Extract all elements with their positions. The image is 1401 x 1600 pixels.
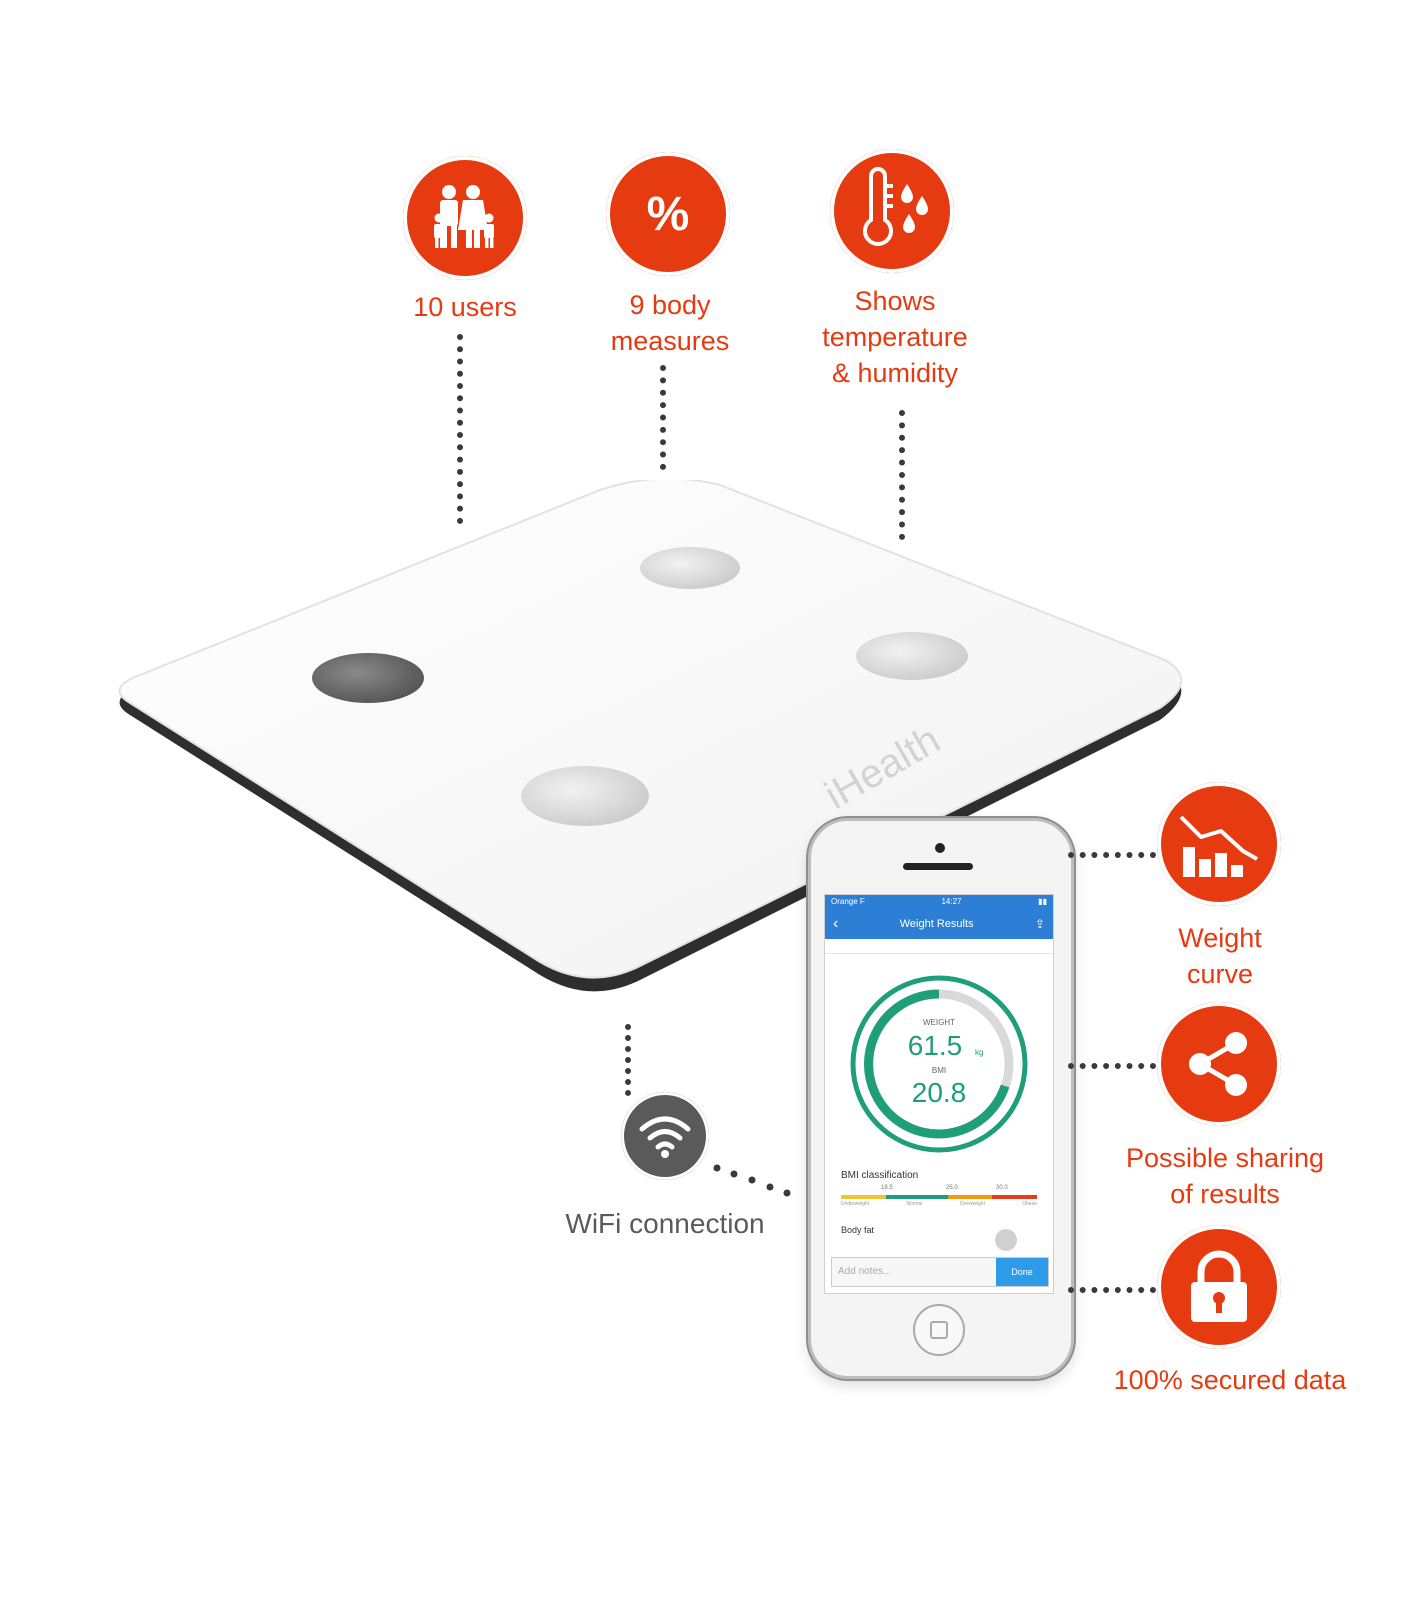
- done-button[interactable]: Done: [996, 1258, 1048, 1286]
- body-measures-label-line1: 9 body: [629, 290, 711, 320]
- temperature-label-line3: & humidity: [831, 358, 959, 388]
- phone-speaker: [903, 863, 973, 870]
- family-icon: [434, 185, 494, 248]
- phone-header: ‹ Weight Results ⇪: [825, 909, 1053, 939]
- percent-icon: %: [646, 187, 690, 241]
- security-feature-icon: [1157, 1225, 1281, 1349]
- weight-curve-label-line1: Weight: [1178, 923, 1262, 953]
- weight-label: WEIGHT: [923, 1018, 955, 1027]
- body-measures-label: 9 body measures: [590, 287, 750, 359]
- back-icon[interactable]: ‹: [833, 915, 839, 932]
- share-icon: [1189, 1032, 1247, 1096]
- phone-screen: Orange F 14:27 ▮▮ ‹ Weight Results ⇪ WEI…: [824, 894, 1054, 1294]
- scale-electrode-top: [640, 547, 740, 589]
- scale-glass: [118, 480, 1183, 979]
- sharing-label: Possible sharing of results: [1100, 1140, 1350, 1212]
- sharing-feature-icon: [1157, 1002, 1281, 1126]
- weight-curve-connector-dots: [1068, 852, 1156, 858]
- share-export-icon[interactable]: ⇪: [1034, 917, 1045, 931]
- wifi-icon: [639, 1116, 691, 1158]
- body-measures-connector-dots: [660, 365, 666, 470]
- users-label: 10 users: [413, 292, 517, 322]
- lock-icon: [1191, 1250, 1247, 1322]
- phone-status-bar: Orange F 14:27 ▮▮: [825, 895, 1053, 909]
- bmi-value: 20.8: [912, 1077, 967, 1108]
- bmi-classification-label: BMI classification: [841, 1170, 919, 1181]
- wifi-label: WiFi connection: [565, 1208, 765, 1239]
- scale-electrode-left: [312, 653, 424, 703]
- weight-unit: kg: [975, 1048, 983, 1057]
- phone-home-button[interactable]: [913, 1304, 965, 1356]
- notes-bar: Add notes... Done: [831, 1257, 1049, 1287]
- wifi-connector-dots-vertical: [625, 1024, 631, 1096]
- bmi-label: BMI: [932, 1066, 946, 1075]
- bmi-category-3: Overweight: [959, 1201, 985, 1207]
- bmi-tick-3: 30.0: [996, 1185, 1008, 1191]
- phone-camera: [935, 843, 945, 853]
- users-feature-icon: [403, 156, 527, 280]
- sharing-label-line1: Possible sharing: [1125, 1143, 1325, 1173]
- scale-electrode-right: [856, 632, 968, 680]
- body-fat-label: Body fat: [841, 1225, 875, 1235]
- weight-gauge: WEIGHT 61.5 kg BMI 20.8: [850, 975, 1028, 1153]
- weight-curve-label: Weight curve: [1130, 920, 1310, 992]
- phone-header-title: Weight Results: [899, 918, 974, 930]
- status-time: 14:27: [941, 897, 962, 906]
- bmi-category-2: Normal: [906, 1201, 923, 1207]
- users-connector-dots: [457, 334, 463, 524]
- smart-scale: iHealth: [118, 480, 1183, 992]
- bmi-category-4: Obese: [1022, 1201, 1037, 1207]
- wifi-connector-dots-diagonal: [713, 1164, 791, 1197]
- bmi-bar: [841, 1195, 1037, 1199]
- bmi-tick-2: 25.0: [946, 1185, 958, 1191]
- bmi-tick-1: 18.5: [881, 1185, 893, 1191]
- temperature-connector-dots: [899, 410, 905, 540]
- security-connector-dots: [1068, 1287, 1156, 1293]
- security-label: 100% secured data: [1113, 1365, 1347, 1395]
- notes-input[interactable]: Add notes...: [838, 1266, 892, 1277]
- sharing-label-line2: of results: [1170, 1179, 1280, 1209]
- body-silhouette-icon: [995, 1229, 1017, 1251]
- temperature-feature-icon: [830, 149, 954, 273]
- thermometer-droplets-icon: [863, 167, 928, 246]
- weight-curve-label-line2: curve: [1186, 959, 1254, 989]
- weight-value: 61.5: [908, 1030, 963, 1061]
- smartphone: Orange F 14:27 ▮▮ ‹ Weight Results ⇪ WEI…: [808, 818, 1074, 1379]
- wifi-feature-icon: [621, 1092, 709, 1180]
- body-measures-feature-icon: %: [606, 152, 730, 276]
- temperature-label: Shows temperature & humidity: [800, 283, 990, 391]
- body-measures-label-line2: measures: [610, 326, 730, 356]
- scale-electrode-bottom: [521, 766, 649, 826]
- battery-icon: ▮▮: [1038, 897, 1047, 906]
- temperature-label-line1: Shows: [854, 286, 936, 316]
- bmi-category-1: Underweight: [841, 1201, 870, 1207]
- chart-trend-icon: [1179, 815, 1258, 877]
- temperature-label-line2: temperature: [822, 322, 968, 352]
- weight-curve-feature-icon: [1157, 782, 1281, 906]
- phone-date-row: [825, 939, 1053, 954]
- sharing-connector-dots: [1068, 1063, 1156, 1069]
- bmi-category-row: Underweight Normal Overweight Obese: [841, 1201, 1037, 1207]
- status-carrier: Orange F: [831, 897, 865, 906]
